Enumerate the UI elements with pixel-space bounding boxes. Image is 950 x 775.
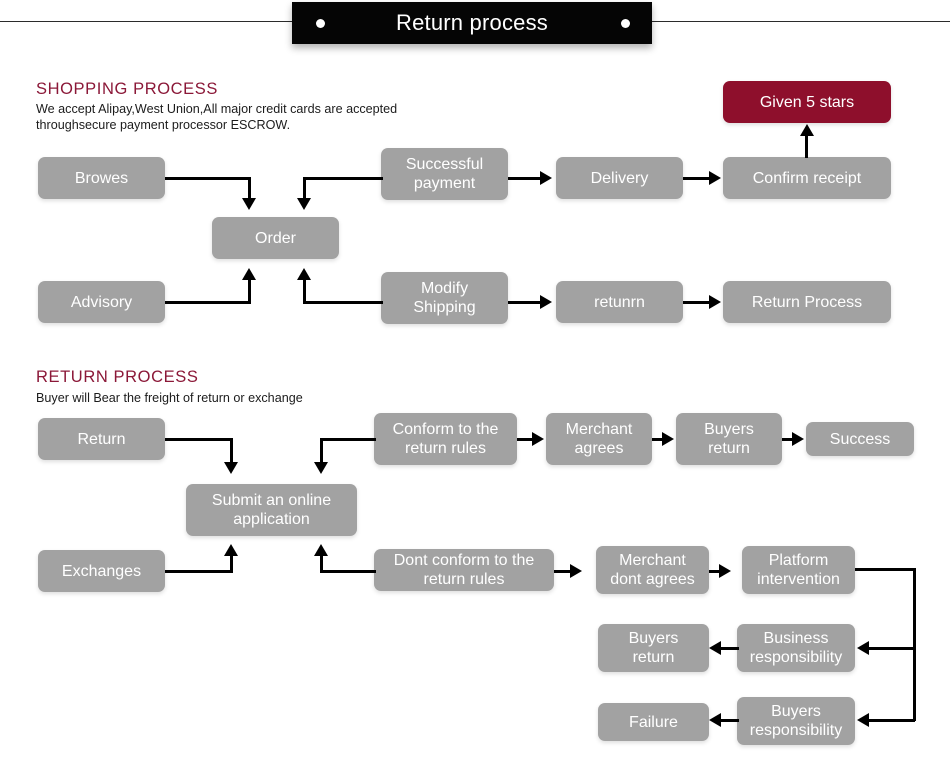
arrowhead-conform-submit [314,462,328,474]
connector-platform-bus-h [855,568,916,571]
node-order[interactable]: Order [212,217,339,259]
arrowhead-confirm-stars [800,124,814,136]
connector-return-submit-h [165,438,233,441]
shopping-process-heading: SHOPPING PROCESS [36,80,218,98]
node-advisory[interactable]: Advisory [38,281,165,323]
node-modify-shipping[interactable]: Modify Shipping [381,272,508,324]
connector-conform-merchantagrees [517,438,534,441]
return-process-subtitle: Buyer will Bear the freight of return or… [36,391,303,405]
node-confirm-receipt[interactable]: Confirm receipt [723,157,891,199]
connector-conform-submit-v [320,438,323,464]
arrowhead-bus-buyersresp [857,713,869,727]
return-process-heading: RETURN PROCESS [36,368,199,386]
connector-conform-submit-h [320,438,376,441]
node-return-process[interactable]: Return Process [723,281,891,323]
connector-browes-order-h [165,177,251,180]
connector-dontconform-submit-v [320,554,323,571]
node-return[interactable]: Return [38,418,165,460]
connector-confirm-stars [805,134,808,158]
connector-dontconform-submit-h [320,570,376,573]
connector-bus-business-h [869,647,915,650]
arrowhead-dontconform-merchantdont [570,564,582,578]
node-delivery[interactable]: Delivery [556,157,683,199]
connector-payment-order-h [303,177,383,180]
arrowhead-conform-merchantagrees [532,432,544,446]
node-buyers-responsibility[interactable]: Buyers responsibility [737,697,855,745]
connector-buyersresp-failure-h [721,719,739,722]
connector-browes-order-v [248,177,251,200]
connector-advisory-order-h [165,301,251,304]
connector-exchanges-submit-h [165,570,233,573]
node-failure[interactable]: Failure [598,703,709,741]
banner-dot-left-icon [316,19,325,28]
node-dont-conform-to-return-rules[interactable]: Dont conform to the return rules [374,549,554,591]
connector-modify-order-h [303,301,383,304]
connector-business-buyersreturn-h [721,647,739,650]
connector-exchanges-submit-v [230,554,233,571]
connector-advisory-order-v [248,278,251,302]
arrowhead-modify-retunrn [540,295,552,309]
arrowhead-merchantagrees-buyersreturn [662,432,674,446]
arrowhead-buyersreturn-success [792,432,804,446]
node-platform-intervention[interactable]: Platform intervention [742,546,855,594]
node-browes[interactable]: Browes [38,157,165,199]
connector-merchantdont-platform [709,570,726,573]
node-submit-online-application[interactable]: Submit an online application [186,484,357,536]
connector-delivery-confirm [683,177,711,180]
node-successful-payment[interactable]: Successful payment [381,148,508,200]
arrowhead-modify-order [297,268,311,280]
node-merchant-agrees[interactable]: Merchant agrees [546,413,652,465]
arrowhead-browes-order [242,198,256,210]
connector-return-submit-v [230,438,233,464]
node-retunrn[interactable]: retunrn [556,281,683,323]
connector-modify-retunrn [508,301,542,304]
connector-dontconform-merchantdont [554,570,572,573]
connector-payment-order-v [303,177,306,200]
arrowhead-advisory-order [242,268,256,280]
arrowhead-exchanges-submit [224,544,238,556]
header-banner: Return process [292,2,652,44]
connector-modify-order-v [303,278,306,302]
arrowhead-merchantdont-platform [719,564,731,578]
arrowhead-retunrn-returnprocess [709,295,721,309]
arrowhead-return-submit [224,462,238,474]
node-exchanges[interactable]: Exchanges [38,550,165,592]
connector-buyersreturn-success [782,438,797,441]
page-title: Return process [396,10,548,35]
connector-payment-delivery [508,177,542,180]
arrowhead-delivery-confirm [709,171,721,185]
arrowhead-buyersresp-failure [709,713,721,727]
arrowhead-bus-business [857,641,869,655]
arrowhead-payment-order [297,198,311,210]
node-buyers-return-mid[interactable]: Buyers return [598,624,709,672]
node-conform-to-return-rules[interactable]: Conform to the return rules [374,413,517,465]
arrowhead-business-buyersreturn [709,641,721,655]
arrowhead-payment-delivery [540,171,552,185]
banner-dot-right-icon [621,19,630,28]
connector-bus-buyersresp-h [869,719,915,722]
arrowhead-dontconform-submit [314,544,328,556]
connector-bus-vertical [913,568,916,721]
connector-retunrn-returnprocess [683,301,711,304]
node-business-responsibility[interactable]: Business responsibility [737,624,855,672]
node-merchant-dont-agrees[interactable]: Merchant dont agrees [596,546,709,594]
node-buyers-return-top[interactable]: Buyers return [676,413,782,465]
connector-merchantagrees-buyersreturn [652,438,669,441]
node-given-5-stars[interactable]: Given 5 stars [723,81,891,123]
shopping-process-subtitle: We accept Alipay,West Union,All major cr… [36,102,398,132]
node-success[interactable]: Success [806,422,914,456]
